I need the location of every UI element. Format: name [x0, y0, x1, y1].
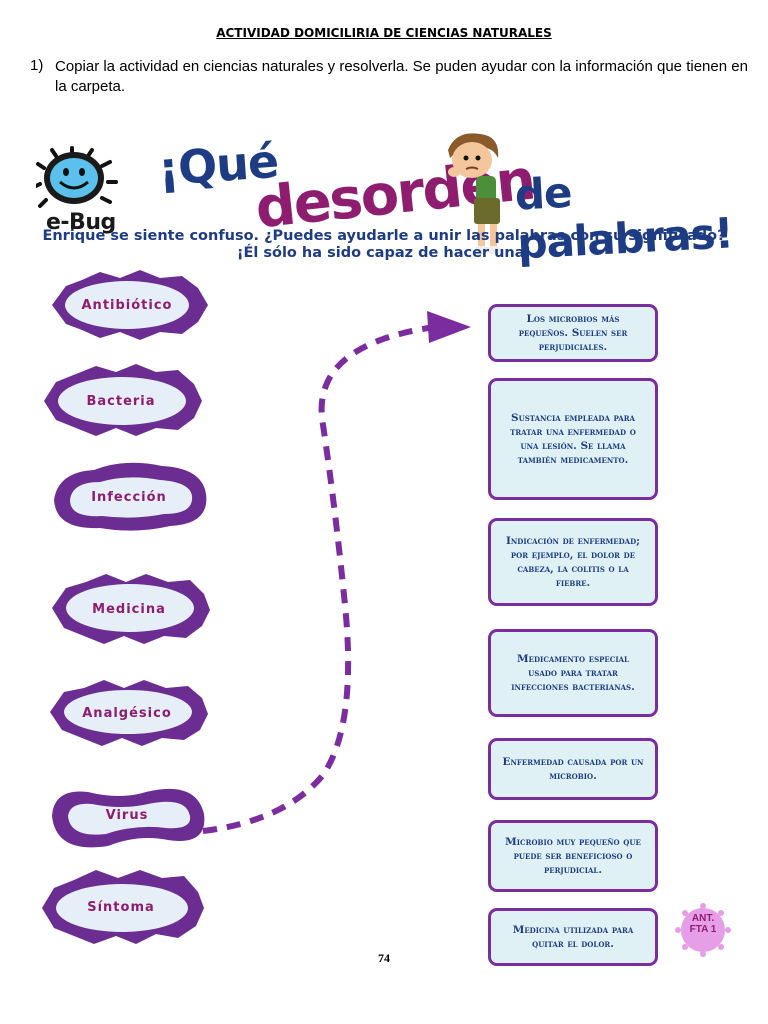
- document-title: ACTIVIDAD DOMICILIRIA DE CIENCIAS NATURA…: [216, 26, 552, 40]
- microbe-shape-icon: [52, 788, 205, 848]
- word-label: Bacteria: [86, 393, 156, 409]
- microbe-shape-icon: [52, 270, 208, 340]
- word-label: Infección: [91, 489, 167, 505]
- word-antibiotico: Antibiótico: [42, 260, 212, 350]
- badge-line-2: FTA 1: [689, 924, 717, 935]
- word-analgesico: Analgésico: [42, 668, 212, 758]
- badge-label: ANT. FTA 1: [672, 913, 734, 935]
- subtitle-line-1: Enrique se siente confuso. ¿Puedes ayuda…: [42, 228, 726, 244]
- microbe-shape-icon: [44, 364, 202, 436]
- word-virus: Virus: [42, 770, 212, 860]
- definition-box: Indicación de enfermedad; por ejemplo, e…: [488, 518, 658, 606]
- word-sintoma: Síntoma: [36, 862, 206, 952]
- subtitle-line-2: ¡Él sólo ha sido capaz de hacer una!: [236, 245, 532, 261]
- page-number: 74: [378, 951, 390, 965]
- instruction-text: Copiar la actividad en ciencias naturale…: [55, 58, 748, 95]
- word-label: Analgésico: [82, 705, 172, 721]
- definition-box: Los microbios más pequeños. Suelen ser p…: [488, 304, 658, 362]
- dashed-arrow-icon: [202, 311, 471, 834]
- word-medicina: Medicina: [44, 564, 214, 654]
- subtitle: Enrique se siente confuso. ¿Puedes ayuda…: [0, 228, 768, 262]
- word-bacteria: Bacteria: [36, 356, 206, 446]
- confused-boy-illustration: [448, 133, 501, 254]
- word-label: Virus: [105, 807, 149, 823]
- microbe-shape-icon: [50, 680, 208, 746]
- microbe-shape-icon: [52, 574, 210, 644]
- definition-box: Enfermedad causada por un microbio.: [488, 738, 658, 800]
- microbe-shape-icon: [42, 870, 204, 944]
- definition-box: Medicina utilizada para quitar el dolor.: [488, 908, 658, 966]
- ebug-logo-text: e-Bug: [46, 210, 116, 235]
- definition-box: Microbio muy pequeño que puede ser benef…: [488, 820, 658, 892]
- instruction-number: 1): [30, 57, 44, 74]
- word-infeccion: Infección: [44, 452, 214, 542]
- ebug-logo-icon: [36, 146, 118, 208]
- microbe-shape-icon: [54, 462, 207, 531]
- badge-line-1: ANT.: [691, 913, 715, 924]
- definition-box: Medicamento especial usado para tratar i…: [488, 629, 658, 717]
- definition-box: Sustancia empleada para tratar una enfer…: [488, 378, 658, 500]
- word-label: Medicina: [92, 601, 166, 617]
- word-label: Antibiótico: [81, 297, 173, 313]
- word-label: Síntoma: [87, 899, 155, 915]
- badge-virus-icon: [675, 903, 731, 957]
